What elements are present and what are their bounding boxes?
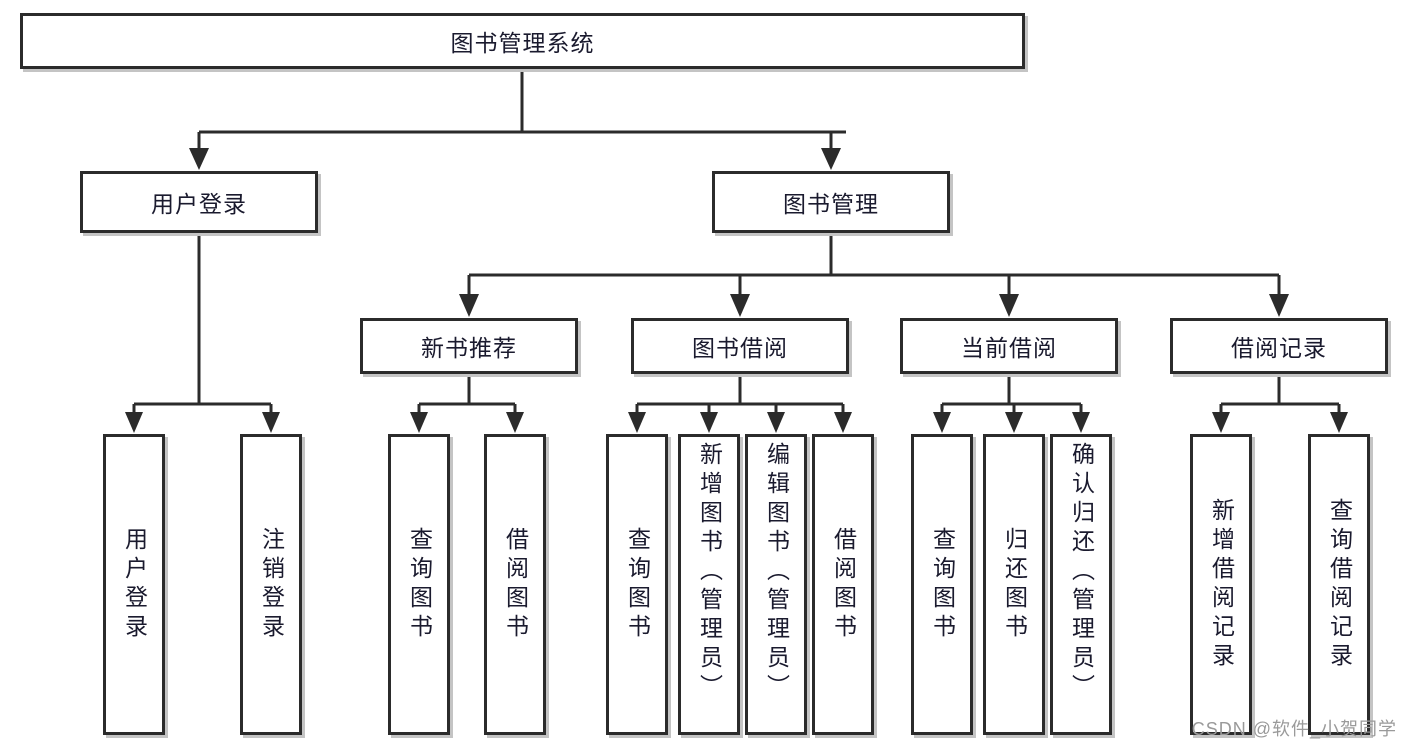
leaf-box-user-login[interactable] — [103, 434, 165, 735]
arrow-head-leaf-query-book-2 — [628, 412, 646, 433]
arrow-head-leaf-query-record — [1330, 412, 1348, 433]
node-box-user-login[interactable] — [80, 171, 318, 233]
leaf-box-confirm-return[interactable] — [1050, 434, 1112, 735]
arrow-head-leaf-user-login — [125, 412, 143, 433]
arrow-head-leaf-borrow-book-1 — [506, 412, 524, 433]
node-box-borrow-record[interactable] — [1170, 318, 1388, 374]
leaf-box-query-book-1[interactable] — [388, 434, 450, 735]
arrow-head-leaf-query-book-1 — [410, 412, 428, 433]
leaf-box-return-book[interactable] — [983, 434, 1045, 735]
node-box-current-borrow[interactable] — [900, 318, 1118, 374]
node-box-root[interactable] — [20, 13, 1025, 69]
arrow-head-current-borrow — [999, 294, 1019, 317]
arrow-head-borrow-record — [1269, 294, 1289, 317]
arrow-head-new-book-recommend — [459, 294, 479, 317]
node-box-book-manage[interactable] — [712, 171, 950, 233]
arrow-head-leaf-add-record — [1212, 412, 1230, 433]
arrow-head-user-login — [189, 148, 209, 170]
arrow-head-leaf-edit-book — [767, 412, 785, 433]
leaf-box-query-record[interactable] — [1308, 434, 1370, 735]
leaf-box-user-logout[interactable] — [240, 434, 302, 735]
csdn-watermark: CSDN @软件_小贺同学 — [1191, 719, 1397, 739]
arrow-head-leaf-borrow-book-2 — [834, 412, 852, 433]
leaf-box-borrow-book-2[interactable] — [812, 434, 874, 735]
arrow-head-leaf-confirm-return — [1072, 412, 1090, 433]
leaf-box-borrow-book-1[interactable] — [484, 434, 546, 735]
arrow-head-book-borrow — [730, 294, 750, 317]
leaf-box-query-book-3[interactable] — [911, 434, 973, 735]
arrow-head-leaf-add-book — [700, 412, 718, 433]
arrow-head-leaf-query-book-3 — [933, 412, 951, 433]
arrow-head-leaf-user-logout — [262, 412, 280, 433]
leaf-box-add-book[interactable] — [678, 434, 740, 735]
leaf-box-add-record[interactable] — [1190, 434, 1252, 735]
arrow-head-book-manage — [821, 148, 841, 170]
connector-layer — [125, 69, 1348, 433]
arrow-head-leaf-return-book — [1005, 412, 1023, 433]
node-box-book-borrow[interactable] — [631, 318, 849, 374]
leaf-box-query-book-2[interactable] — [606, 434, 668, 735]
node-box-new-book-recommend[interactable] — [360, 318, 578, 374]
leaf-box-edit-book[interactable] — [745, 434, 807, 735]
